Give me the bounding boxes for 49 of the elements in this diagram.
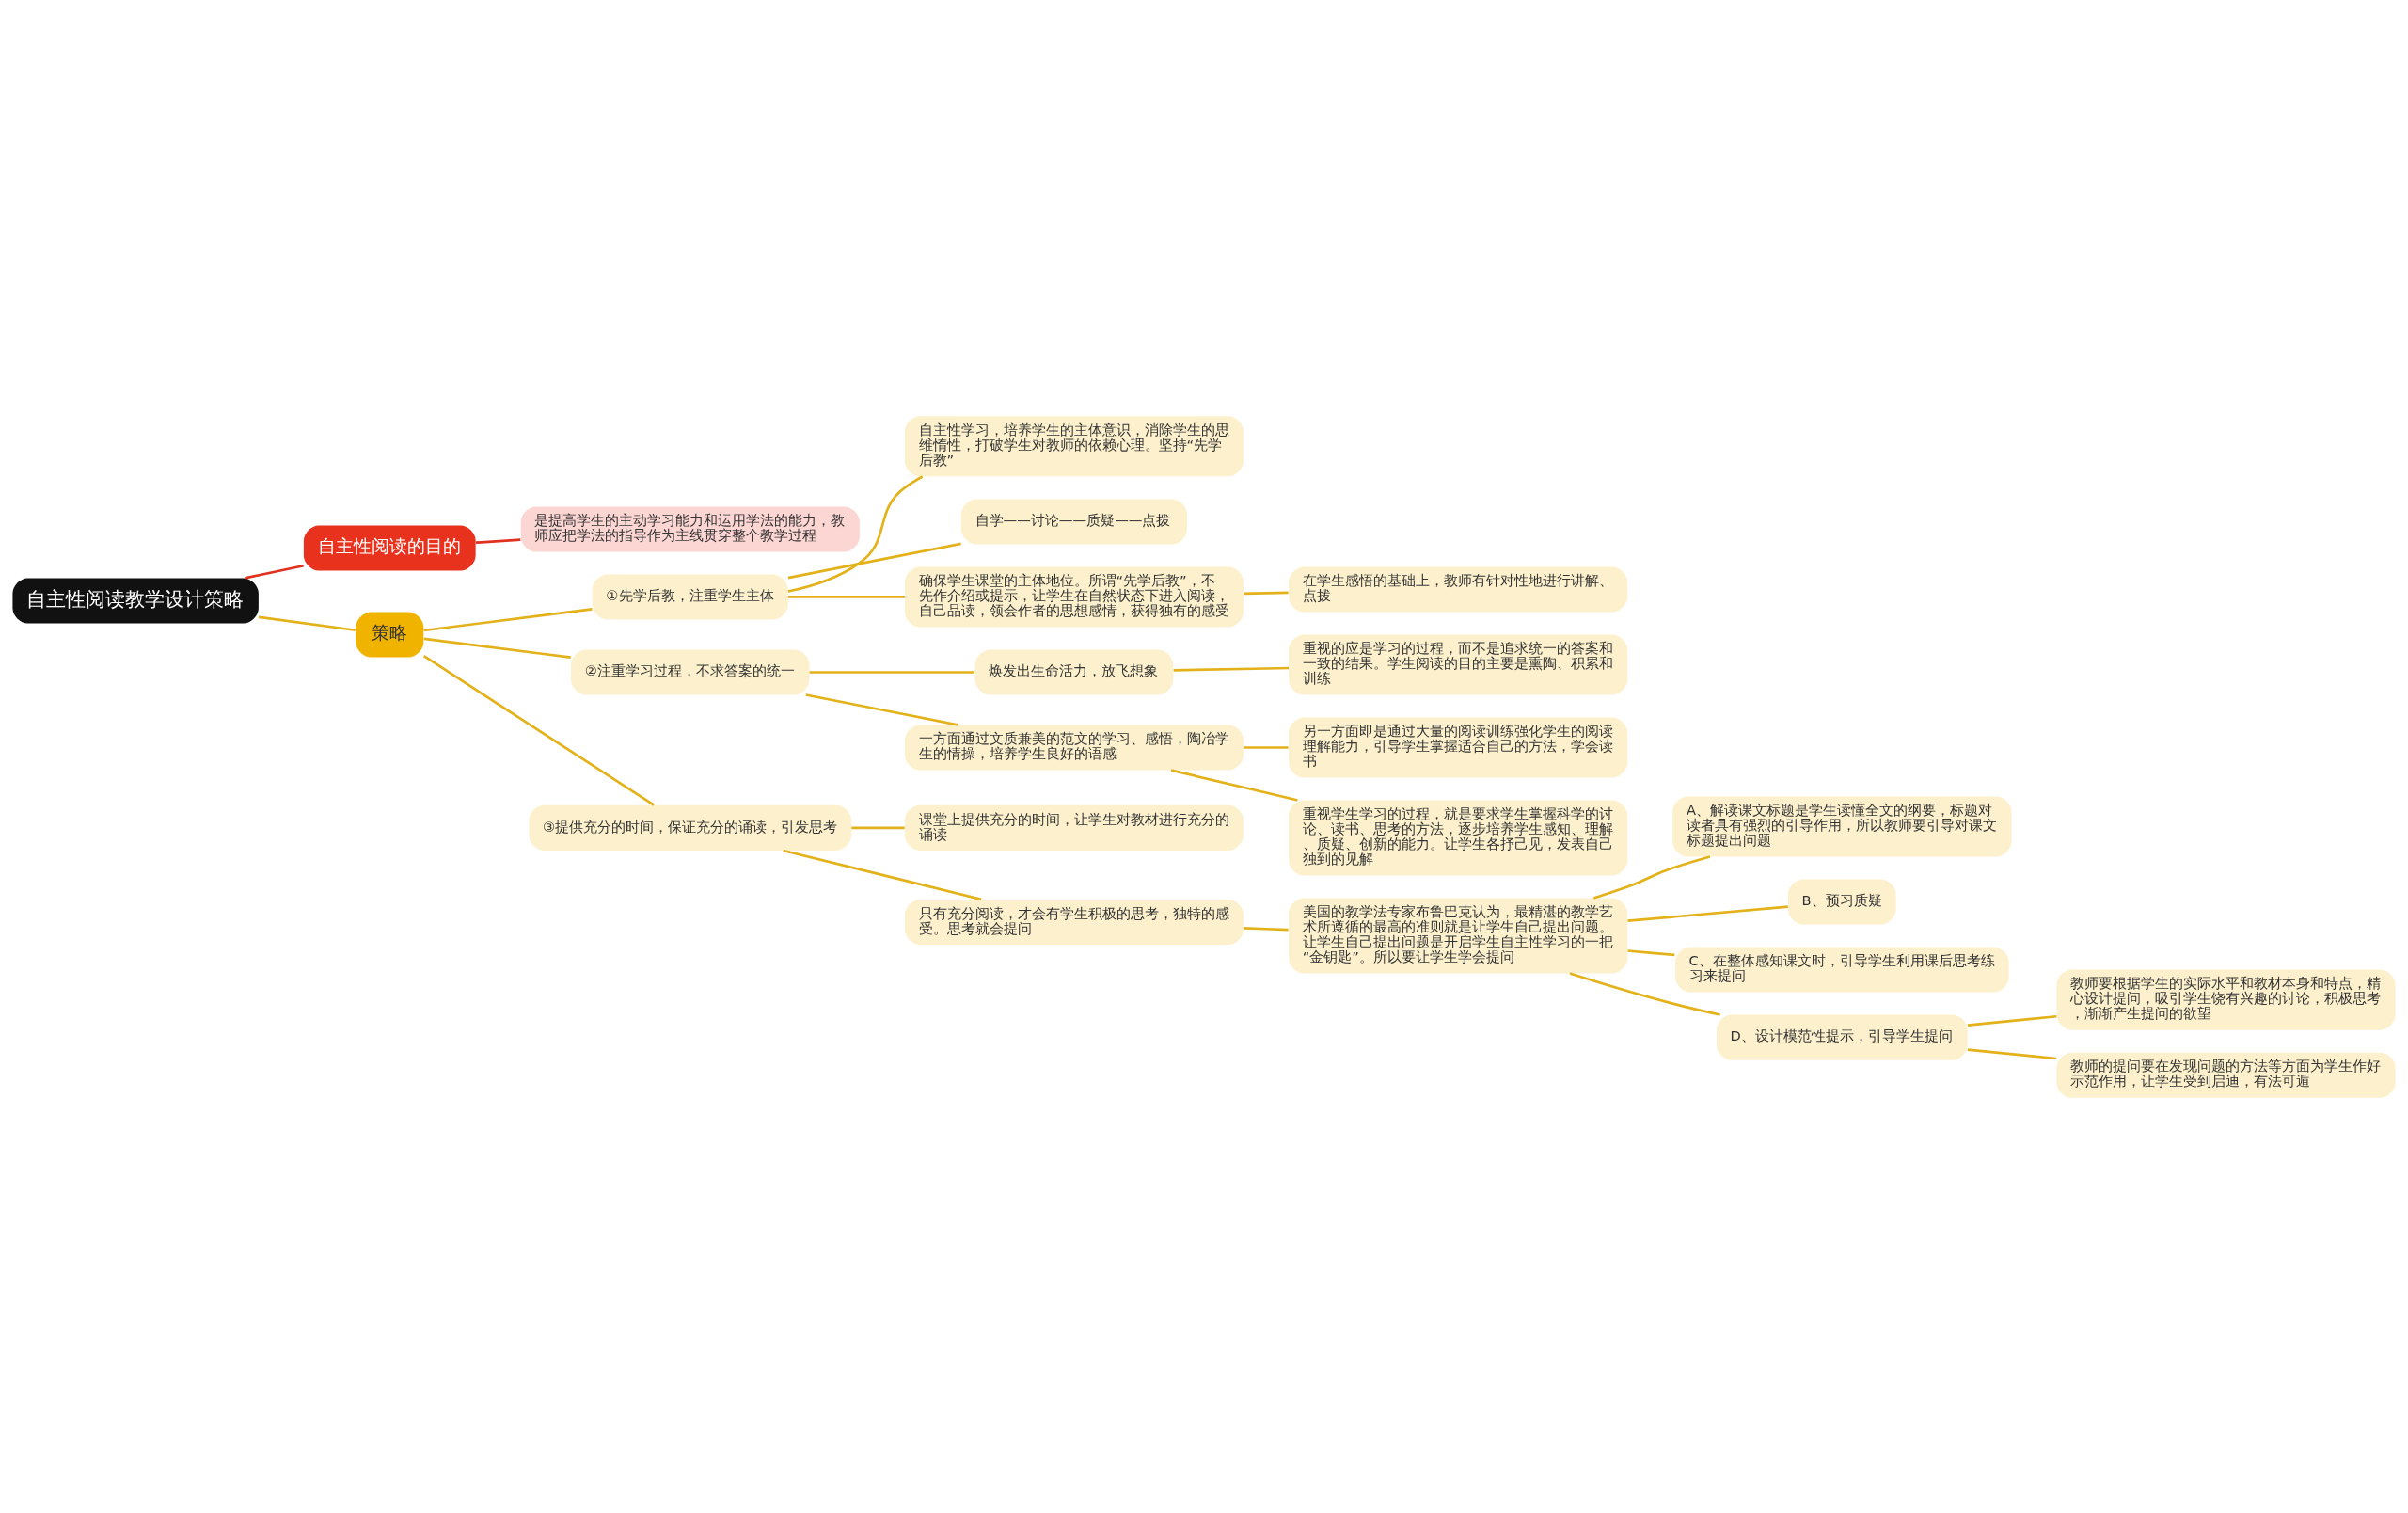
- connector: [1627, 948, 1675, 956]
- connector: [787, 474, 924, 593]
- node-box: 自主性学习，培养学生的主体意识，消除学生的思维惰性，打破学生对教师的依赖心理。坚持“先学后教”: [904, 415, 1244, 476]
- connector: [1967, 1014, 2057, 1027]
- node-box: 策略: [356, 611, 424, 657]
- connector: [245, 564, 304, 580]
- connector: [1569, 971, 1720, 1016]
- node-box: 自主性阅读的目的: [303, 524, 476, 570]
- node-box: 教师要根据学生的实际水平和教材本身和特点，精心设计提问，吸引学生饶有兴趣的讨论，积极思考，渐渐产生提问的欲望: [2056, 969, 2396, 1030]
- connector: [423, 654, 655, 806]
- node-box: D、设计模范性提示，引导学生提问: [1716, 1014, 1968, 1060]
- connector: [1244, 926, 1289, 931]
- connector: [1967, 1047, 2057, 1059]
- node-box: B、预习质疑: [1787, 879, 1896, 925]
- connector: [787, 595, 905, 598]
- node-box: 是提高学生的主动学习能力和运用学法的能力，教师应把学法的指导作为主线贯穿整个教学过程: [520, 505, 860, 551]
- connector: [423, 637, 571, 659]
- connector: [1244, 591, 1289, 595]
- node-box: ③提供充分的时间，保证充分的诵读，引发思考: [529, 804, 852, 851]
- connector: [475, 537, 521, 544]
- node-box: 确保学生课堂的主体地位。所谓“先学后教”，不先作介绍或提示，让学生在自然状态下进入阅读，自己品读，领会作者的思想感情，获得独有的感受: [904, 565, 1244, 627]
- connector: [805, 693, 958, 726]
- node-box: 自学——讨论——质疑——点拨: [960, 498, 1187, 544]
- connector: [1627, 904, 1788, 922]
- connector: [423, 607, 593, 631]
- node-box: ②注重学习过程，不求答案的统一: [571, 648, 810, 694]
- node-box: 课堂上提供充分的时间，让学生对教材进行充分的诵读: [904, 804, 1244, 851]
- connector: [851, 826, 905, 829]
- node-box: 一方面通过文质兼美的范文的学习、感悟，陶冶学生的情操，培养学生良好的语感: [904, 725, 1244, 770]
- node-box: A、解读课文标题是学生读懂全文的纲要，标题对读者具有强烈的引导作用，所以教师要引导对课文标题提出问题: [1672, 796, 2012, 857]
- node-box: C、在整体感知课文时，引导学生利用课后思考练习来提问: [1674, 947, 2009, 993]
- node-box: 另一方面即是通过大量的阅读训练强化学生的阅读理解能力，引导学生掌握适合自己的方法，学会读书: [1289, 717, 1628, 777]
- node-box: 只有充分阅读，才会有学生积极的思考，独特的感受。思考就会提问: [904, 899, 1244, 945]
- node-box: ①先学后教，注重学生主体: [592, 573, 788, 619]
- connector: [1173, 666, 1289, 672]
- connector: [783, 849, 982, 900]
- node-box: 重视的应是学习的过程，而不是追求统一的答案和一致的结果。学生阅读的目的主要是熏陶、积累和训练: [1289, 633, 1628, 694]
- connector: [787, 542, 961, 579]
- node-box: 自主性阅读教学设计策略: [12, 577, 259, 623]
- connector: [1592, 854, 1711, 900]
- connector: [1170, 768, 1298, 802]
- connector: [1244, 745, 1289, 749]
- connector: [809, 670, 975, 674]
- node-box: 在学生感悟的基础上，教师有针对性地进行讲解、点拨: [1289, 565, 1628, 612]
- node-box: 美国的教学法专家布鲁巴克认为，最精湛的教学艺术所遵循的最高的准则就是让学生自己提出问题。让学生自己提出问题是开启学生自主性学习的一把“金钥匙”。所以要让学生学会提问: [1289, 898, 1628, 974]
- node-box: 重视学生学习的过程，就是要求学生掌握科学的讨论、读书、思考的方法，逐步培养学生感知、理解、质疑、创新的能力。让学生各抒己见，发表自己独到的见解: [1289, 800, 1628, 876]
- node-box: 教师的提问要在发现问题的方法等方面为学生作好示范作用，让学生受到启迪，有法可遁: [2056, 1052, 2396, 1098]
- connector: [258, 615, 356, 631]
- node-box: 焕发出生命活力，放飞想象: [974, 648, 1174, 694]
